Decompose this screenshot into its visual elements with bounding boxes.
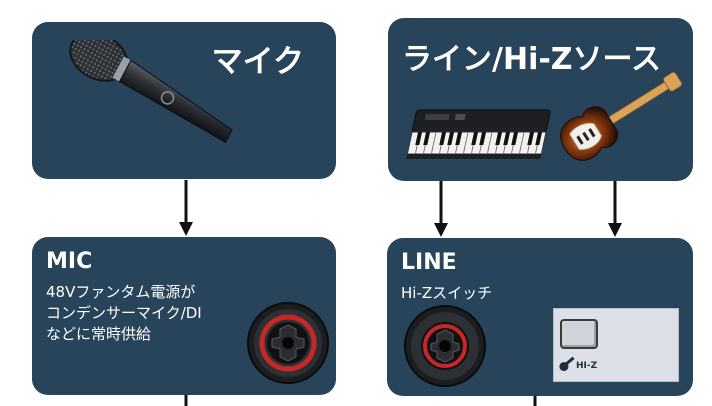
mic-source-panel: マイク bbox=[32, 22, 336, 179]
mic-input-title: MIC bbox=[46, 249, 93, 274]
hi-z-label: HI-Z bbox=[576, 361, 598, 371]
mic-input-panel: MIC 48Vファンタム電源が コンデンサーマイク/DI などに常時供給 bbox=[32, 237, 336, 395]
mic-desc-line: コンデンサーマイク/DI bbox=[46, 304, 202, 322]
keyboard-icon bbox=[406, 109, 551, 159]
mic-down-arrow bbox=[179, 180, 193, 236]
mic-output-line bbox=[184, 395, 188, 406]
mic-source-title: マイク bbox=[211, 44, 304, 80]
line-source-panel: ライン/Hi-Zソース bbox=[388, 18, 693, 181]
mic-desc-line: などに常時供給 bbox=[46, 325, 152, 343]
line-input-description: Hi-Zスイッチ bbox=[401, 283, 492, 304]
combo-jack-icon bbox=[404, 305, 486, 387]
line-input-title: LINE bbox=[401, 250, 457, 275]
microphone-icon bbox=[69, 40, 233, 143]
hi-z-switch-icon[interactable] bbox=[560, 319, 598, 349]
mic-desc-line: 48Vファンタム電源が bbox=[46, 283, 196, 301]
guitar-small-icon bbox=[559, 356, 575, 372]
hi-z-switch-panel: HI-Z bbox=[553, 308, 679, 382]
line-source-title: ライン/Hi-Zソース bbox=[402, 42, 662, 77]
line-right-down-arrow bbox=[608, 181, 622, 237]
line-output-line bbox=[533, 396, 537, 406]
combo-jack-icon bbox=[247, 302, 329, 384]
mic-input-description: 48Vファンタム電源が コンデンサーマイク/DI などに常時供給 bbox=[46, 282, 202, 345]
line-left-down-arrow bbox=[434, 181, 448, 237]
electric-guitar-icon bbox=[560, 72, 683, 161]
line-input-panel: LINE Hi-Zスイッチ HI-Z bbox=[387, 238, 693, 396]
line-desc-line: Hi-Zスイッチ bbox=[401, 284, 493, 302]
